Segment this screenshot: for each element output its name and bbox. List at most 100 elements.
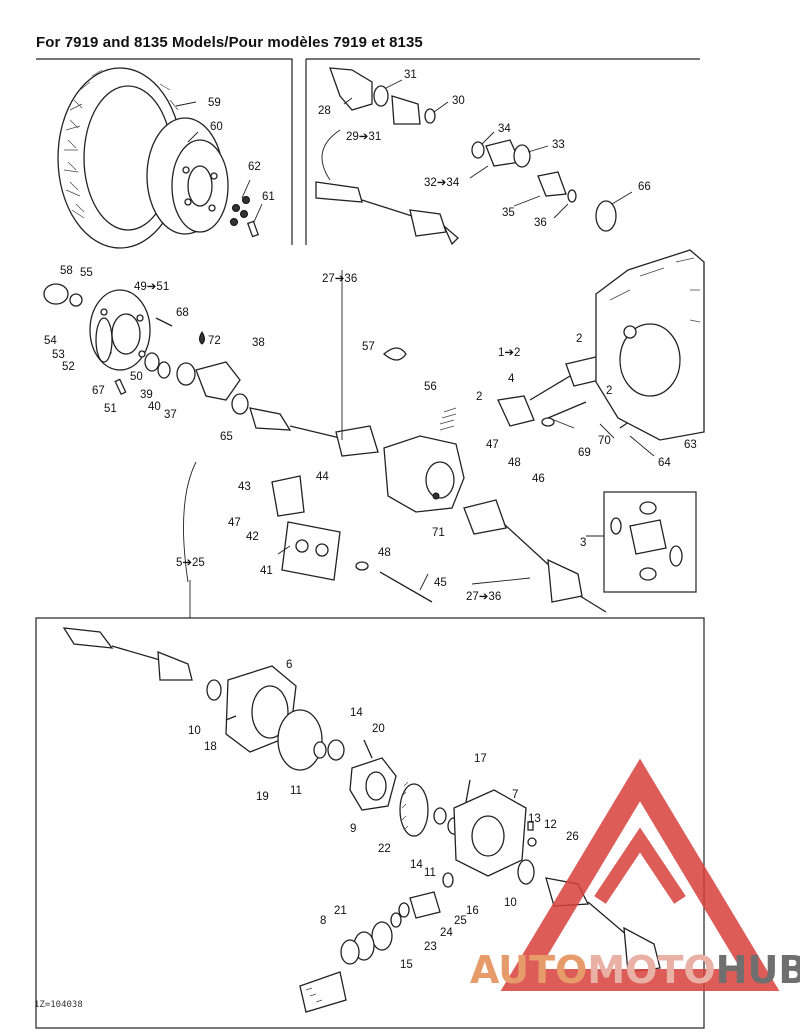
callout-69: 69 xyxy=(578,447,591,459)
callout-36: 36 xyxy=(534,217,547,229)
callout-63: 63 xyxy=(684,439,697,451)
u-joint-detail-frame xyxy=(603,491,697,593)
joint-28 xyxy=(329,67,373,111)
watermark-part-moto: MOTO xyxy=(587,948,716,992)
callout-39: 39 xyxy=(140,389,153,401)
engine-block xyxy=(595,249,705,441)
callout-61: 61 xyxy=(262,191,275,203)
gear-16 xyxy=(442,872,454,888)
gear-22 xyxy=(399,781,429,837)
pin-18 xyxy=(225,715,237,721)
callout-10a: 10 xyxy=(188,725,201,737)
callout-7: 7 xyxy=(512,789,518,801)
shaft-5 xyxy=(62,627,193,681)
seal-65 xyxy=(231,393,249,415)
callout-15: 15 xyxy=(400,959,413,971)
o-ring-19 xyxy=(277,709,323,771)
bolt-13 xyxy=(527,821,534,831)
callout-11b: 11 xyxy=(424,867,436,879)
callout-10b: 10 xyxy=(504,897,517,909)
seal-10a xyxy=(206,679,222,701)
shim-23 xyxy=(390,912,402,928)
callout-50: 50 xyxy=(130,371,143,383)
housing-7 xyxy=(453,789,527,877)
callout-21: 21 xyxy=(334,905,347,917)
washer-69 xyxy=(541,417,555,427)
bracket-44 xyxy=(271,475,305,517)
washer-48b xyxy=(355,561,369,571)
bolt-70 xyxy=(547,401,587,419)
callout-49-51: 49➔51 xyxy=(134,281,169,293)
callout-70: 70 xyxy=(598,435,611,447)
callout-22: 22 xyxy=(378,843,391,855)
callout-54: 54 xyxy=(44,335,57,347)
bearing-39 xyxy=(144,352,160,372)
callout-45: 45 xyxy=(434,577,447,589)
callout-5-25: 5➔25 xyxy=(176,557,205,569)
clamp-31 xyxy=(373,85,389,107)
callout-35: 35 xyxy=(502,207,515,219)
hub-9 xyxy=(349,757,397,811)
spacer-37 xyxy=(176,362,196,386)
watermark-logo xyxy=(500,758,780,991)
wheel-bolt-61 xyxy=(246,220,260,238)
callout-40: 40 xyxy=(148,401,161,413)
axle-right-shaft xyxy=(463,499,607,613)
bearing-21 xyxy=(371,921,393,951)
callout-51: 51 xyxy=(104,403,117,415)
callout-59: 59 xyxy=(208,97,221,109)
callout-11a: 11 xyxy=(290,785,302,797)
callout-4: 4 xyxy=(508,373,515,385)
callout-62: 62 xyxy=(248,161,261,173)
nut-55 xyxy=(69,293,83,307)
callout-23: 23 xyxy=(424,941,437,953)
callout-20: 20 xyxy=(372,723,385,735)
callout-42: 42 xyxy=(246,531,259,543)
shaft-bottom xyxy=(299,971,347,1013)
callout-72: 72 xyxy=(208,335,221,347)
circlip-36 xyxy=(567,189,577,203)
callout-12: 12 xyxy=(544,819,557,831)
callout-38: 38 xyxy=(252,337,265,349)
callout-68: 68 xyxy=(176,307,189,319)
clip-57 xyxy=(383,347,407,361)
callout-2a: 2 xyxy=(576,333,582,345)
watermark-text: AUTOMOTOHUB xyxy=(470,948,800,992)
callout-47a: 47 xyxy=(486,439,499,451)
callout-48b: 48 xyxy=(378,547,391,559)
callout-66: 66 xyxy=(638,181,651,193)
callout-44: 44 xyxy=(316,471,329,483)
cup-35 xyxy=(537,171,567,197)
callout-33: 33 xyxy=(552,139,565,151)
spring-56 xyxy=(439,407,457,431)
callout-37: 37 xyxy=(164,409,177,421)
ring-14a xyxy=(327,739,345,761)
callout-29-31: 29➔31 xyxy=(346,131,381,143)
callout-65: 65 xyxy=(220,431,233,443)
callout-71: 71 xyxy=(432,527,445,539)
callout-2b: 2 xyxy=(476,391,482,403)
callout-31: 31 xyxy=(404,69,417,81)
boot-30 xyxy=(391,95,436,125)
ring-34 xyxy=(471,141,485,159)
differential-detail-frame xyxy=(35,617,705,1029)
callout-26: 26 xyxy=(566,831,579,843)
callout-16: 16 xyxy=(466,905,479,917)
washer-24 xyxy=(398,902,410,918)
callout-47b: 47 xyxy=(228,517,241,529)
callout-32-34: 32➔34 xyxy=(424,177,460,189)
callout-48a: 48 xyxy=(508,457,521,469)
watermark-part-auto: AUTO xyxy=(470,948,588,992)
ring-14b xyxy=(433,807,447,825)
u-joint-3 xyxy=(610,501,683,581)
bolt-45 xyxy=(379,571,433,603)
pin-17 xyxy=(465,779,471,803)
callout-19: 19 xyxy=(256,791,269,803)
bearing-cap-58 xyxy=(43,283,69,305)
callout-9: 9 xyxy=(350,823,356,835)
callout-57: 57 xyxy=(362,341,375,353)
disc-67 xyxy=(95,317,113,363)
callout-56: 56 xyxy=(424,381,437,393)
callout-41: 41 xyxy=(260,565,273,577)
